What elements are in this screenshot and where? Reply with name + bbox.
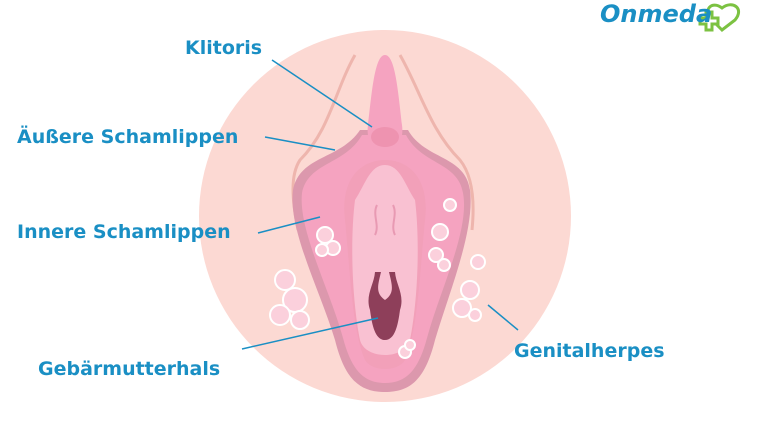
clitoris: [367, 55, 403, 150]
label-genitalherpes: Genitalherpes: [514, 340, 665, 362]
cervix: [368, 272, 402, 340]
onmeda-logo: Onmeda: [600, 0, 713, 28]
label-innere-schamlippen: Innere Schamlippen: [17, 221, 231, 243]
urethra-fold: [374, 204, 396, 236]
leader-lines: [241, 59, 519, 350]
label-gebaermutterhals: Gebärmutterhals: [38, 358, 221, 380]
outer-labia-line-right: [398, 54, 475, 231]
clitoris-glans: [371, 127, 399, 147]
label-aeussere-schamlippen: Äußere Schamlippen: [17, 126, 239, 148]
label-klitoris: Klitoris: [185, 37, 263, 59]
logo-heart-cross-icon: [698, 3, 741, 32]
herpes-blisters: [269, 198, 486, 359]
vestibule: [352, 165, 418, 355]
